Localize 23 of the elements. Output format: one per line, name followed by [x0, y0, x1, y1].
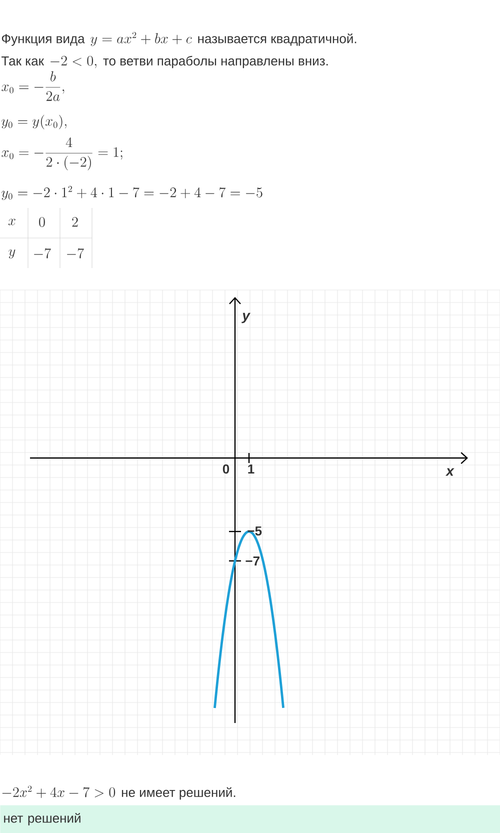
tick-label: 0	[222, 464, 230, 474]
table-cell: $-7$	[34, 248, 51, 258]
table-cell: $0$	[39, 217, 45, 227]
formula: $y=ax^2+bx+c$	[90, 32, 192, 46]
formula: $x_0=-\frac{4}{2\cdot(-2)}=1;$	[2, 137, 122, 170]
formula: $-2<0,$	[50, 56, 96, 68]
formula: $x_0=-\frac{b}{2a},$	[2, 71, 64, 101]
tick-label: −5	[248, 526, 262, 536]
table-cell: $-7$	[67, 248, 84, 258]
formula: $y_0=y(x_0),$	[2, 114, 66, 130]
text-line: Так как	[2, 56, 44, 66]
tick-label: −7	[246, 556, 260, 566]
table-cell: $2$	[72, 217, 78, 227]
formula: $y_0=-2\cdot 1^2+4\cdot 1-7=-2+4-7=-5$	[2, 186, 262, 200]
tick-label: 1	[248, 464, 254, 474]
axis-label: y	[242, 312, 250, 324]
text-line: называется квадратичной.	[198, 34, 356, 46]
text-line: Функция вида	[2, 34, 85, 46]
answer-band: нет решений	[0, 805, 500, 833]
table-cell: $y$	[8, 249, 16, 259]
axis-label: x	[446, 468, 454, 476]
table-cell: $x$	[8, 218, 16, 226]
text-line: то ветви параболы направлены вниз.	[103, 56, 328, 68]
